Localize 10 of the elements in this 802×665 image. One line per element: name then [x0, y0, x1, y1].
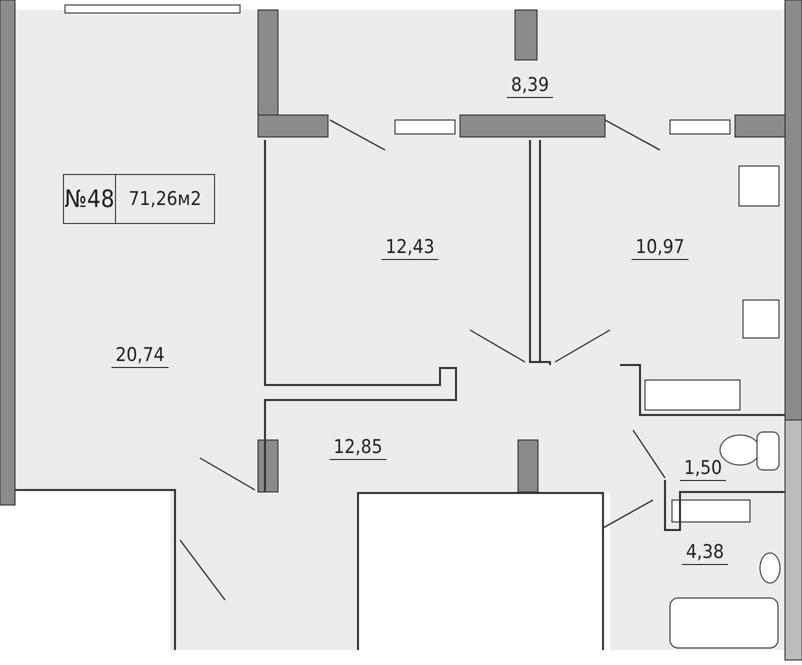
apartment-label-box	[63, 174, 215, 224]
room-area-label: 1,50	[680, 458, 726, 481]
room-area-label: 12,43	[382, 237, 438, 260]
room-area-label: 4,38	[682, 542, 728, 565]
room-area-label: 8,39	[506, 75, 554, 98]
apartment-area: 71,26м2	[116, 175, 214, 223]
apartment-number: №48	[64, 175, 116, 223]
room-area-label: 20,74	[112, 345, 168, 368]
room-area-label: 10,97	[632, 237, 688, 260]
room-area-label: 12,85	[330, 437, 386, 460]
